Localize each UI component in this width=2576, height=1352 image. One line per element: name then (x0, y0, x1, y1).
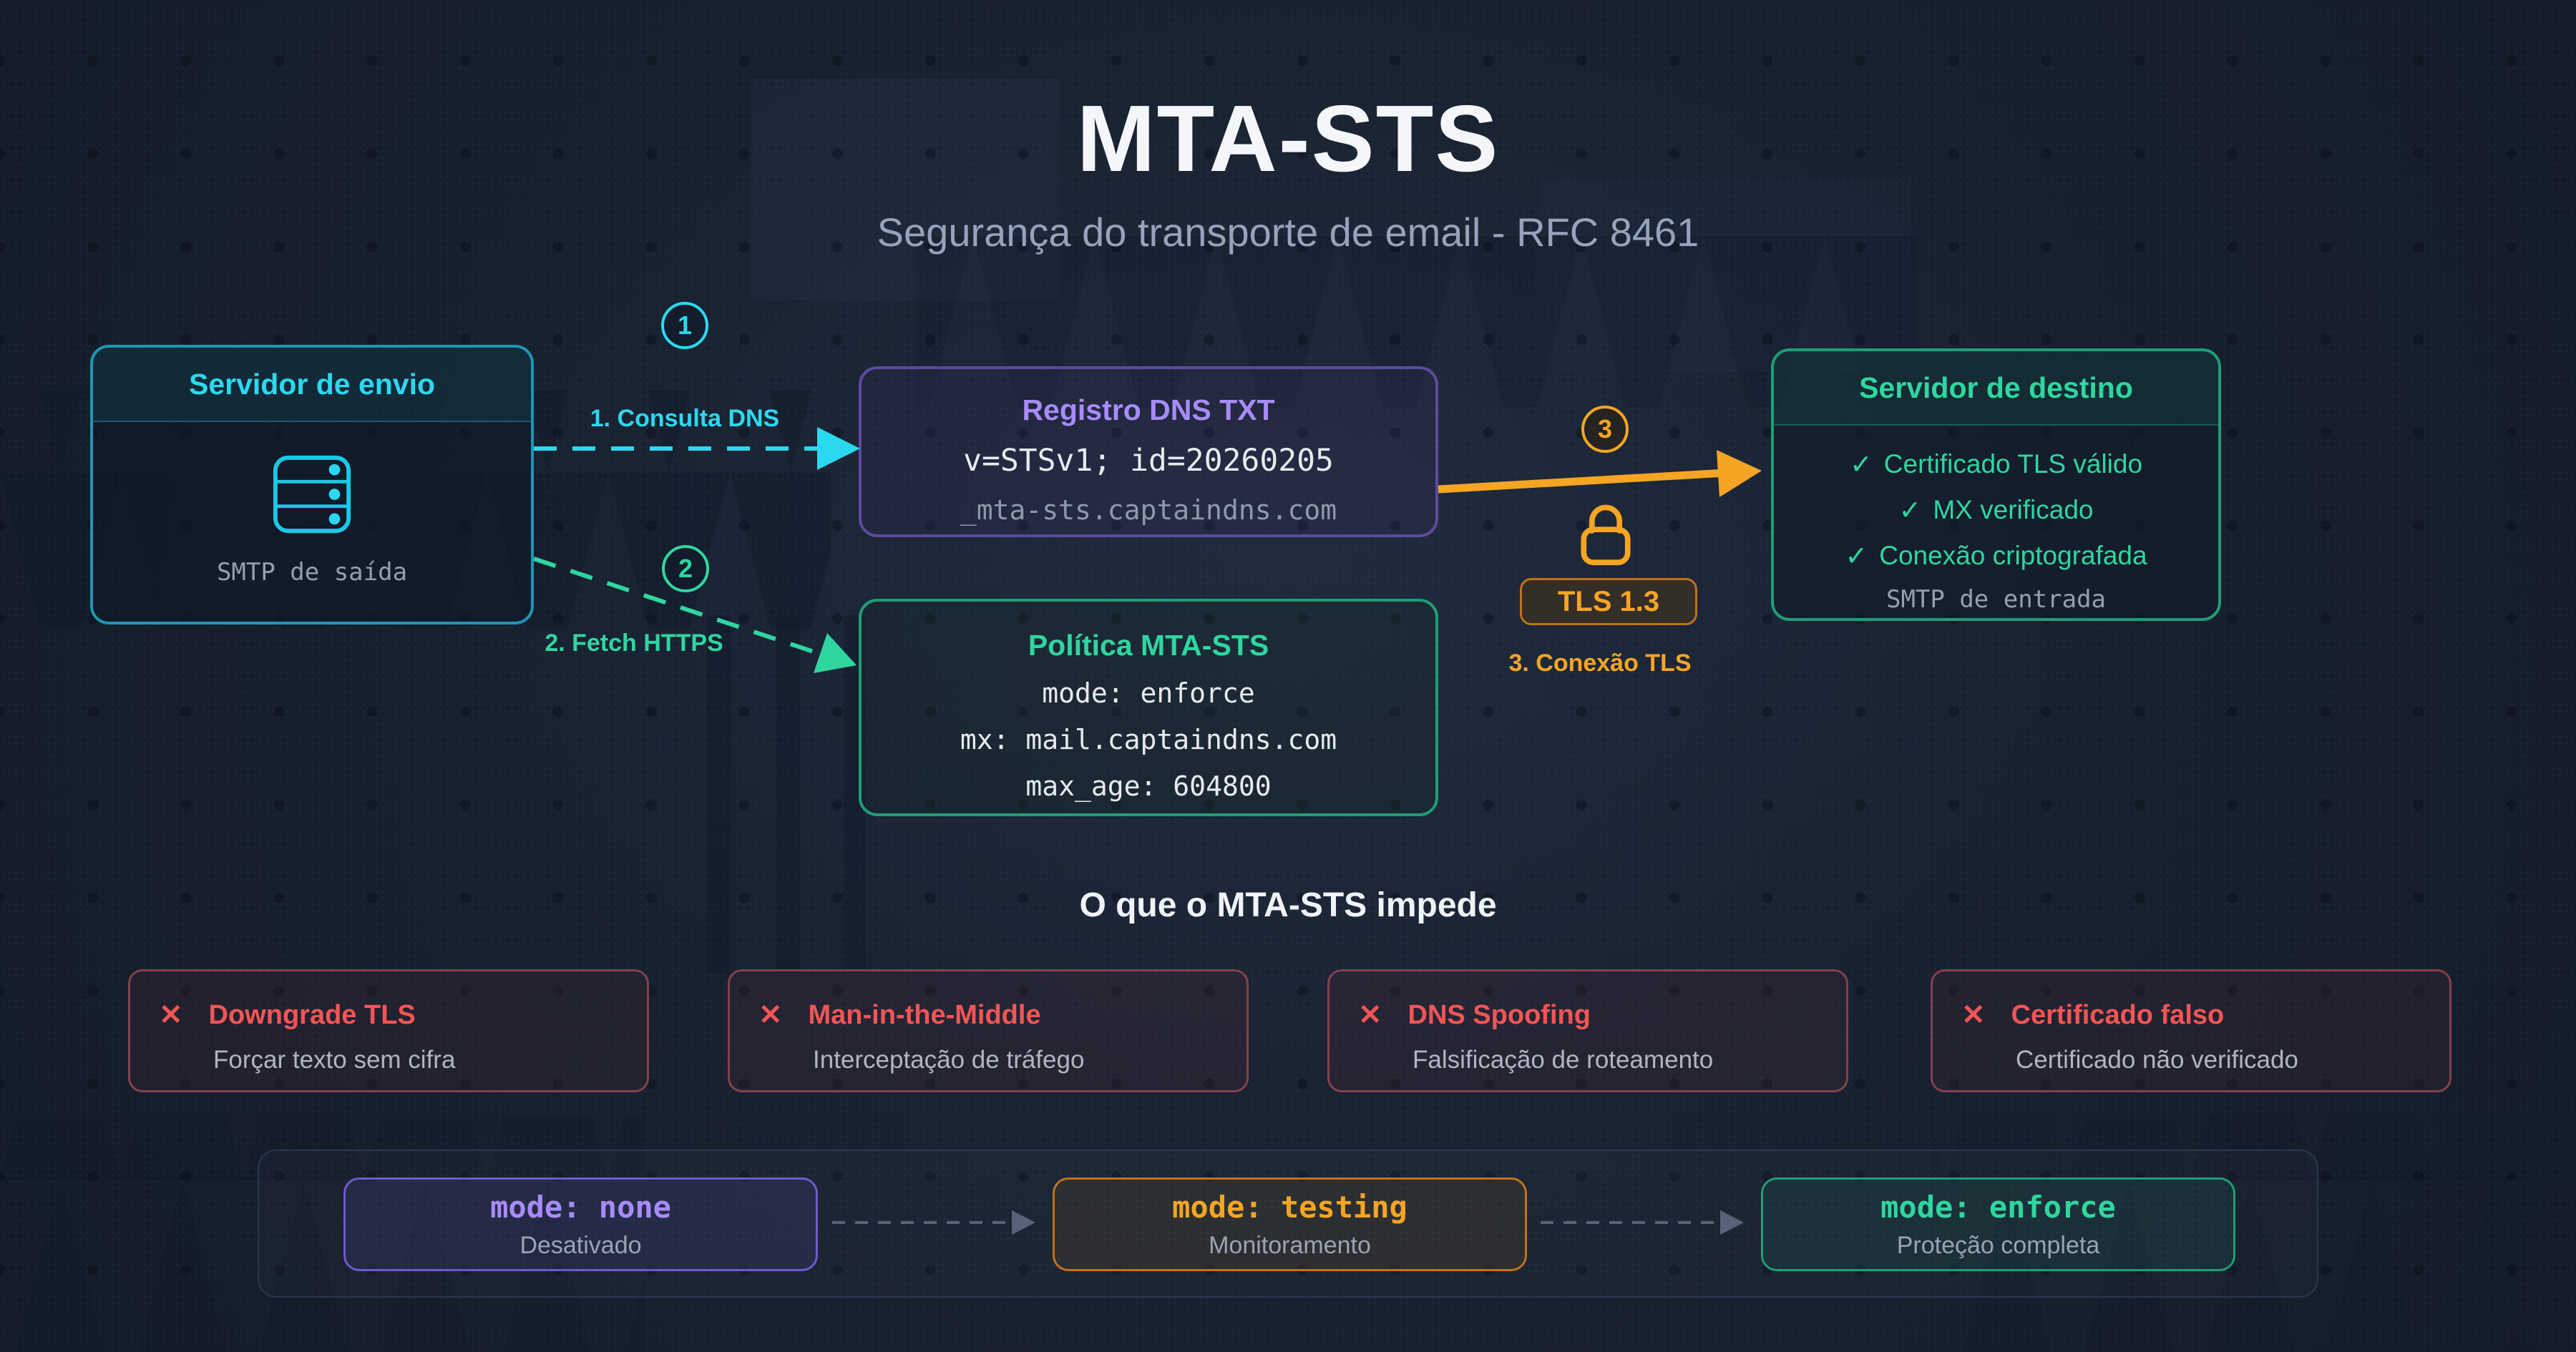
policy-title: Política MTA-STS (1028, 629, 1269, 662)
sender-server-caption: SMTP de saída (216, 558, 408, 587)
step-1-label: 1. Consulta DNS (590, 405, 780, 432)
threat-title: Man-in-the-Middle (808, 999, 1041, 1030)
sender-server-body: SMTP de saída (93, 422, 531, 587)
dns-record-node: Registro DNS TXT v=STSv1; id=20260205 _m… (859, 366, 1438, 537)
policy-mode-line: mode: enforce (1042, 677, 1255, 709)
destination-caption: SMTP de entrada (1885, 585, 2107, 614)
threat-head: ✕ Man-in-the-Middle (758, 999, 1041, 1032)
lock-icon (1571, 496, 1640, 568)
step-3-badge: 3 (1581, 406, 1629, 453)
threat-head: ✕ Certificado falso (1961, 999, 2224, 1032)
sender-server-header: Servidor de envio (93, 348, 531, 422)
threat-card-downgrade: ✕ Downgrade TLS Forçar texto sem cifra (128, 969, 649, 1092)
cross-icon: ✕ (159, 999, 183, 1031)
step-2-label: 2. Fetch HTTPS (545, 630, 723, 657)
threat-title: Certificado falso (2011, 999, 2225, 1030)
check-icon: ✓ (1898, 495, 1922, 526)
check-icon: ✓ (1849, 449, 1873, 480)
threat-head: ✕ DNS Spoofing (1358, 999, 1591, 1032)
destination-server-node: Servidor de destino ✓ Certificado TLS vá… (1771, 348, 2221, 621)
dns-record-hostname: _mta-sts.captaindns.com (960, 494, 1337, 526)
https-fetch-arrowhead (814, 633, 857, 673)
threat-description: Certificado não verificado (2016, 1046, 2298, 1074)
check-label: MX verificado (1933, 495, 2094, 524)
cross-icon: ✕ (1961, 999, 1986, 1031)
step-1-badge: 1 (661, 302, 708, 349)
mode-pill-testing: mode: testing Monitoramento (1053, 1177, 1527, 1271)
page-subtitle: Segurança do transporte de email - RFC 8… (877, 210, 1699, 255)
mode-label: Monitoramento (1209, 1231, 1371, 1259)
threat-head: ✕ Downgrade TLS (159, 999, 416, 1032)
threat-description: Interceptação de tráfego (813, 1046, 1085, 1074)
server-icon (273, 455, 351, 534)
threat-description: Forçar texto sem cifra (213, 1046, 456, 1074)
mode-pill-none: mode: none Desativado (343, 1177, 818, 1271)
step-2-badge: 2 (662, 545, 709, 592)
mode-code: mode: none (490, 1189, 671, 1225)
check-row: ✓ Certificado TLS válido (1774, 441, 2218, 487)
tls-connection-arrowhead (1717, 450, 1762, 497)
page-title: MTA-STS (1076, 86, 1500, 191)
mode-label: Proteção completa (1896, 1231, 2100, 1259)
mode-code: mode: testing (1172, 1189, 1407, 1225)
threat-card-dns-spoofing: ✕ DNS Spoofing Falsificação de roteament… (1327, 969, 1848, 1092)
sender-server-node: Servidor de envio SMTP de saída (90, 345, 534, 624)
threat-title: DNS Spoofing (1407, 999, 1591, 1030)
destination-check-list: ✓ Certificado TLS válido ✓ MX verificado… (1774, 426, 2218, 620)
threat-card-mitm: ✕ Man-in-the-Middle Interceptação de trá… (728, 969, 1249, 1092)
mode-progression-bar: mode: none Desativado mode: testing Moni… (258, 1150, 2318, 1298)
check-icon: ✓ (1845, 541, 1868, 572)
threats-section-title: O que o MTA-STS impede (1079, 886, 1497, 924)
dns-query-arrowhead (817, 427, 860, 470)
threat-card-fake-cert: ✕ Certificado falso Certificado não veri… (1931, 969, 2451, 1092)
cross-icon: ✕ (758, 999, 783, 1031)
destination-server-title: Servidor de destino (1859, 371, 2133, 404)
policy-mx-line: mx: mail.captaindns.com (960, 724, 1337, 755)
check-label: Conexão criptografada (1879, 541, 2147, 570)
mode-pill-enforce: mode: enforce Proteção completa (1761, 1177, 2235, 1271)
sender-server-title: Servidor de envio (188, 367, 436, 401)
mode-code: mode: enforce (1880, 1189, 2116, 1225)
policy-maxage-line: max_age: 604800 (1025, 770, 1272, 802)
policy-node: Política MTA-STS mode: enforce mx: mail.… (859, 599, 1438, 816)
cross-icon: ✕ (1358, 999, 1382, 1031)
dns-record-value: v=STSv1; id=20260205 (963, 443, 1334, 479)
step-3-label: 3. Conexão TLS (1508, 650, 1692, 677)
tls-connection-arrow (1438, 469, 1727, 494)
check-row: ✓ MX verificado (1774, 487, 2218, 533)
check-row: ✓ Conexão criptografada (1774, 533, 2218, 579)
destination-server-header: Servidor de destino (1774, 351, 2218, 426)
dns-record-title: Registro DNS TXT (1022, 393, 1275, 426)
check-label: Certificado TLS válido (1883, 449, 2143, 479)
mode-label: Desativado (519, 1231, 642, 1259)
threat-description: Falsificação de roteamento (1413, 1046, 1714, 1074)
tls-version-badge: TLS 1.3 (1520, 578, 1697, 625)
threat-title: Downgrade TLS (208, 999, 416, 1030)
